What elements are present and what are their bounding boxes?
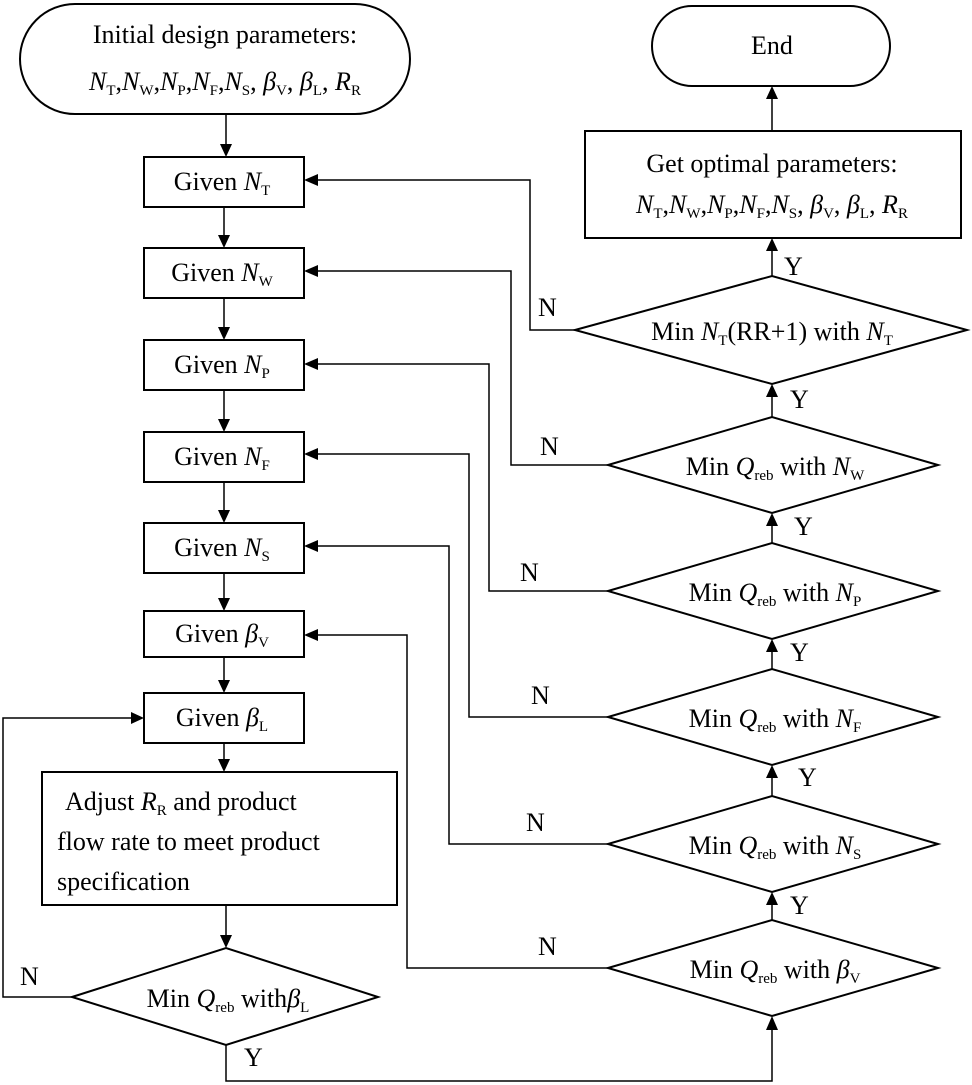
- decision-bl-label: Min Qreb​ withβL​: [147, 984, 310, 1016]
- arrowhead-left: [304, 358, 318, 370]
- adjust-box: Adjust RR​ and product flow rate to meet…: [41, 771, 398, 906]
- decision-min-qreb-nw: Min Qreb​ with NW​: [604, 415, 942, 515]
- arrowhead-down: [218, 327, 230, 340]
- label-yes-nf: Y: [790, 638, 809, 667]
- arrowhead-up: [766, 86, 778, 99]
- arrowhead-up: [766, 765, 778, 778]
- arrowhead-down: [218, 598, 230, 611]
- arrowhead-up: [766, 238, 778, 251]
- feedback-loops: N N N N N N: [304, 174, 608, 969]
- left-loops: N Y: [2, 712, 778, 1082]
- given-np-box: Given NP​: [143, 339, 305, 391]
- label-no-np: N: [520, 558, 539, 587]
- decision-min-nt-rr: Min NT​(RR+1) with NT​: [571, 274, 971, 386]
- arrowhead-down: [220, 144, 232, 157]
- arrowhead-up: [766, 892, 778, 905]
- loop-no-nw: [317, 270, 608, 466]
- given-nt-label: Given NT​: [174, 167, 271, 199]
- given-bl-label: Given βL​: [176, 703, 268, 735]
- arrowhead-left: [304, 174, 318, 186]
- start-params-list: NT​,NW​,NP​,NF​,NS​, βV​, βL​, RR​: [88, 67, 361, 99]
- arrowhead-down: [218, 680, 230, 693]
- arrowhead-left: [304, 265, 318, 277]
- path-yes-bl: [225, 1029, 773, 1082]
- adjust-line1: Adjust RR​ and product: [65, 787, 297, 819]
- given-nw-box: Given NW​: [143, 247, 305, 299]
- label-no-bl: N: [20, 962, 39, 991]
- optimal-params-list: NT​,NW​,NP​,NF​,NS​, βV​, βL​, RR​: [635, 190, 908, 222]
- arrowhead-up: [766, 639, 778, 652]
- given-nf-label: Given NF​: [174, 442, 270, 474]
- arrowhead-left: [304, 540, 318, 552]
- arrowhead-down: [218, 235, 230, 248]
- optimal-params-box: Get optimal parameters: NT​,NW​,NP​,NF​,…: [584, 130, 962, 239]
- left-connectors: [218, 115, 232, 948]
- arrowhead-up: [766, 1016, 778, 1030]
- adjust-line3: specification: [57, 867, 190, 896]
- label-no-bv: N: [538, 932, 557, 961]
- decision-ns-label: Min Qreb​ with NS​: [689, 831, 862, 863]
- arrowhead-down: [220, 935, 232, 948]
- arrowhead-down: [218, 419, 230, 432]
- loop-no-nf: [317, 453, 608, 718]
- decision-min-qreb-np: Min Qreb​ with NP​: [604, 541, 942, 641]
- label-no-ns: N: [526, 808, 545, 837]
- decision-nw-label: Min Qreb​ with NW​: [686, 452, 865, 484]
- optimal-title: Get optimal parameters:: [646, 149, 897, 178]
- decision-nf-label: Min Qreb​ with NF​: [689, 704, 862, 736]
- arrowhead-up: [766, 513, 778, 526]
- start-title: Initial design parameters:: [93, 20, 357, 49]
- arrowhead-left: [304, 629, 318, 641]
- given-nt-box: Given NT​: [143, 156, 305, 208]
- given-nf-box: Given NF​: [143, 431, 305, 483]
- given-ns-label: Given NS​: [174, 533, 270, 565]
- label-no-nf: N: [531, 681, 550, 710]
- decision-min-qreb-nf: Min Qreb​ with NF​: [604, 667, 942, 767]
- given-ns-box: Given NS​: [143, 522, 305, 574]
- loop-no-np: [317, 363, 608, 592]
- decision-bv-label: Min Qreb​ with βV​: [690, 955, 861, 987]
- start-terminal: Initial design parameters: NT​,NW​,NP​,N…: [19, 3, 411, 115]
- label-yes-bv: Y: [790, 891, 809, 920]
- end-label: End: [751, 31, 793, 60]
- given-np-label: Given NP​: [174, 350, 270, 382]
- label-yes-nt: Y: [784, 252, 803, 281]
- decision-min-qreb-ns: Min Qreb​ with NS​: [604, 794, 942, 894]
- arrowhead-left: [304, 448, 318, 460]
- label-yes-ns: Y: [798, 763, 817, 792]
- given-bv-box: Given βV​: [143, 610, 305, 658]
- label-no-nw: N: [540, 432, 559, 461]
- label-yes-bl: Y: [244, 1043, 263, 1072]
- arrowhead-down: [218, 759, 230, 772]
- given-nw-label: Given NW​: [171, 258, 273, 290]
- decision-min-qreb-bl: Min Qreb​ withβL​: [68, 946, 382, 1047]
- label-yes-np: Y: [794, 512, 813, 541]
- loop-no-nt: [317, 179, 575, 331]
- arrowhead-up: [766, 384, 778, 397]
- given-bv-label: Given βV​: [175, 619, 269, 651]
- label-no-nt: N: [538, 293, 557, 322]
- arrowhead-down: [218, 510, 230, 523]
- decision-np-label: Min Qreb​ with NP​: [689, 578, 862, 610]
- adjust-line2: flow rate to meet product: [57, 827, 321, 856]
- end-terminal: End: [651, 5, 891, 87]
- loop-no-bv: [317, 634, 608, 969]
- arrowhead-right: [131, 712, 144, 724]
- right-connectors: Y Y Y Y Y Y: [766, 86, 817, 920]
- decision-min-qreb-bv: Min Qreb​ with βV​: [604, 918, 942, 1018]
- loop-no-ns: [317, 545, 608, 845]
- loop-no-bl: [2, 717, 132, 998]
- decision-nt-rr-label: Min NT​(RR+1) with NT​: [651, 317, 893, 349]
- given-bl-box: Given βL​: [143, 692, 305, 744]
- label-yes-nw: Y: [790, 385, 809, 414]
